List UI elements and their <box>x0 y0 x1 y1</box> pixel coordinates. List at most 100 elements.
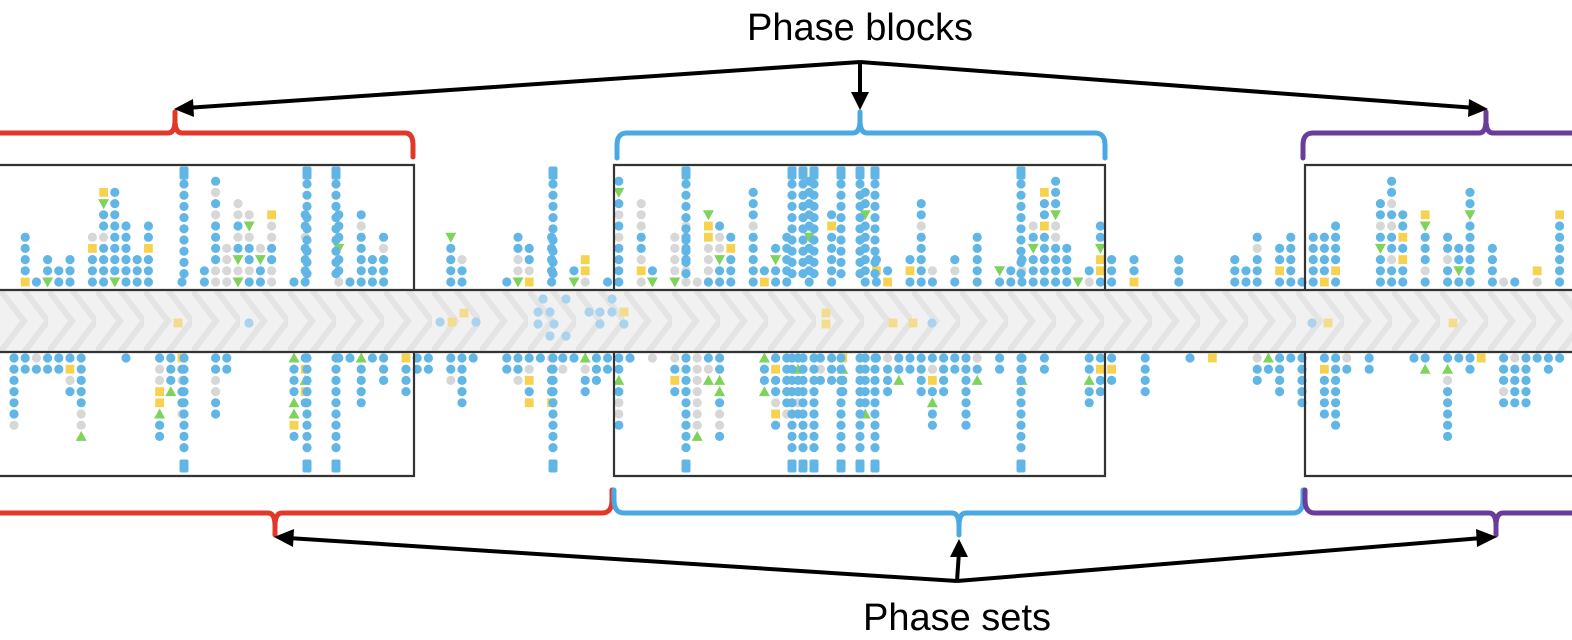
circle-marker <box>787 459 797 473</box>
square-marker <box>1476 353 1486 363</box>
circle-marker <box>1039 232 1049 242</box>
circle-marker <box>1016 459 1026 473</box>
circle-marker <box>798 269 808 279</box>
circle-marker <box>584 307 594 317</box>
arrowheads <box>174 92 1497 557</box>
circle-marker <box>423 353 433 363</box>
phase-block-box-3 <box>1303 163 1572 478</box>
circle-marker <box>1286 353 1296 363</box>
circle-marker <box>76 364 86 374</box>
circle-marker <box>670 364 680 374</box>
circle-marker <box>1420 277 1430 287</box>
circle-marker <box>1331 255 1341 265</box>
circle-marker <box>1174 266 1184 276</box>
circle-marker <box>331 179 341 189</box>
circle-marker <box>681 190 691 200</box>
circle-marker <box>233 232 243 242</box>
circle-marker <box>916 221 926 231</box>
circle-marker <box>787 213 797 223</box>
circle-marker <box>367 353 377 363</box>
circle-marker <box>836 353 846 363</box>
circle-marker <box>614 199 624 209</box>
circle-marker <box>939 375 949 385</box>
circle-marker <box>1387 210 1397 220</box>
circle-marker <box>457 277 467 287</box>
circle-marker <box>65 353 75 363</box>
circle-marker <box>1028 232 1038 242</box>
circle-marker <box>1039 353 1049 363</box>
circle-marker <box>533 307 543 317</box>
arrowhead-block-3 <box>1468 99 1488 117</box>
circle-marker <box>771 243 781 253</box>
circle-marker <box>787 443 797 453</box>
circle-marker <box>1140 387 1150 397</box>
circle-marker <box>603 353 613 363</box>
circle-marker <box>1499 387 1509 397</box>
circle-marker <box>715 221 725 231</box>
circle-marker <box>99 232 109 242</box>
circle-marker <box>9 409 19 419</box>
circle-marker <box>809 246 819 256</box>
circle-marker <box>1016 431 1026 441</box>
circle-marker <box>99 221 109 231</box>
square-marker <box>1448 318 1458 328</box>
circle-marker <box>302 375 312 385</box>
circle-marker <box>356 364 366 374</box>
square-marker <box>928 376 937 385</box>
circle-marker <box>535 353 546 363</box>
circle-marker <box>870 431 880 441</box>
circle-marker <box>870 179 880 189</box>
circle-marker <box>855 459 865 473</box>
circle-marker <box>233 266 243 276</box>
circle-marker <box>513 353 523 363</box>
circle-marker <box>331 398 341 408</box>
triangle-marker <box>1374 243 1386 254</box>
triangle-marker <box>893 374 905 385</box>
circle-marker <box>1443 266 1453 276</box>
circle-marker <box>905 353 915 363</box>
circle-marker <box>302 257 312 267</box>
circle-marker <box>1016 166 1026 180</box>
circle-marker <box>787 269 797 279</box>
circle-marker <box>20 243 30 253</box>
circle-marker <box>1331 398 1341 408</box>
circle-marker <box>1095 221 1105 231</box>
circle-marker <box>798 409 808 419</box>
circle-marker <box>1107 266 1117 276</box>
circle-marker <box>670 387 680 397</box>
circle-marker <box>1465 277 1475 287</box>
circle-marker <box>836 246 846 256</box>
circle-marker <box>1443 375 1453 385</box>
circle-marker <box>614 232 624 242</box>
circle-marker <box>703 277 714 287</box>
triangle-marker <box>702 210 714 221</box>
circle-marker <box>1465 199 1475 209</box>
circle-marker <box>681 235 691 245</box>
circle-marker <box>1062 277 1072 287</box>
circle-marker <box>548 190 558 200</box>
circle-marker <box>798 246 808 256</box>
circle-marker <box>548 387 558 397</box>
circle-marker <box>681 201 691 211</box>
circle-marker <box>1331 277 1341 287</box>
circle-marker <box>1532 353 1542 363</box>
circle-marker <box>870 269 880 279</box>
circle-marker <box>1107 375 1117 385</box>
circle-marker <box>1039 364 1049 374</box>
circle-marker <box>855 387 865 397</box>
triangle-marker <box>288 408 300 419</box>
circle-marker <box>870 190 880 200</box>
circle-marker <box>961 353 971 363</box>
circle-marker <box>715 353 725 363</box>
circle-marker <box>961 409 971 419</box>
circle-marker <box>1420 353 1430 363</box>
circle-marker <box>870 364 880 374</box>
circle-marker <box>836 213 846 223</box>
circle-marker <box>267 255 277 265</box>
square-marker <box>401 353 411 363</box>
circle-marker <box>289 387 299 397</box>
triangle-marker <box>579 352 591 363</box>
circle-marker <box>614 176 624 186</box>
triangle-marker <box>1464 210 1476 221</box>
circle-marker <box>1555 221 1565 231</box>
